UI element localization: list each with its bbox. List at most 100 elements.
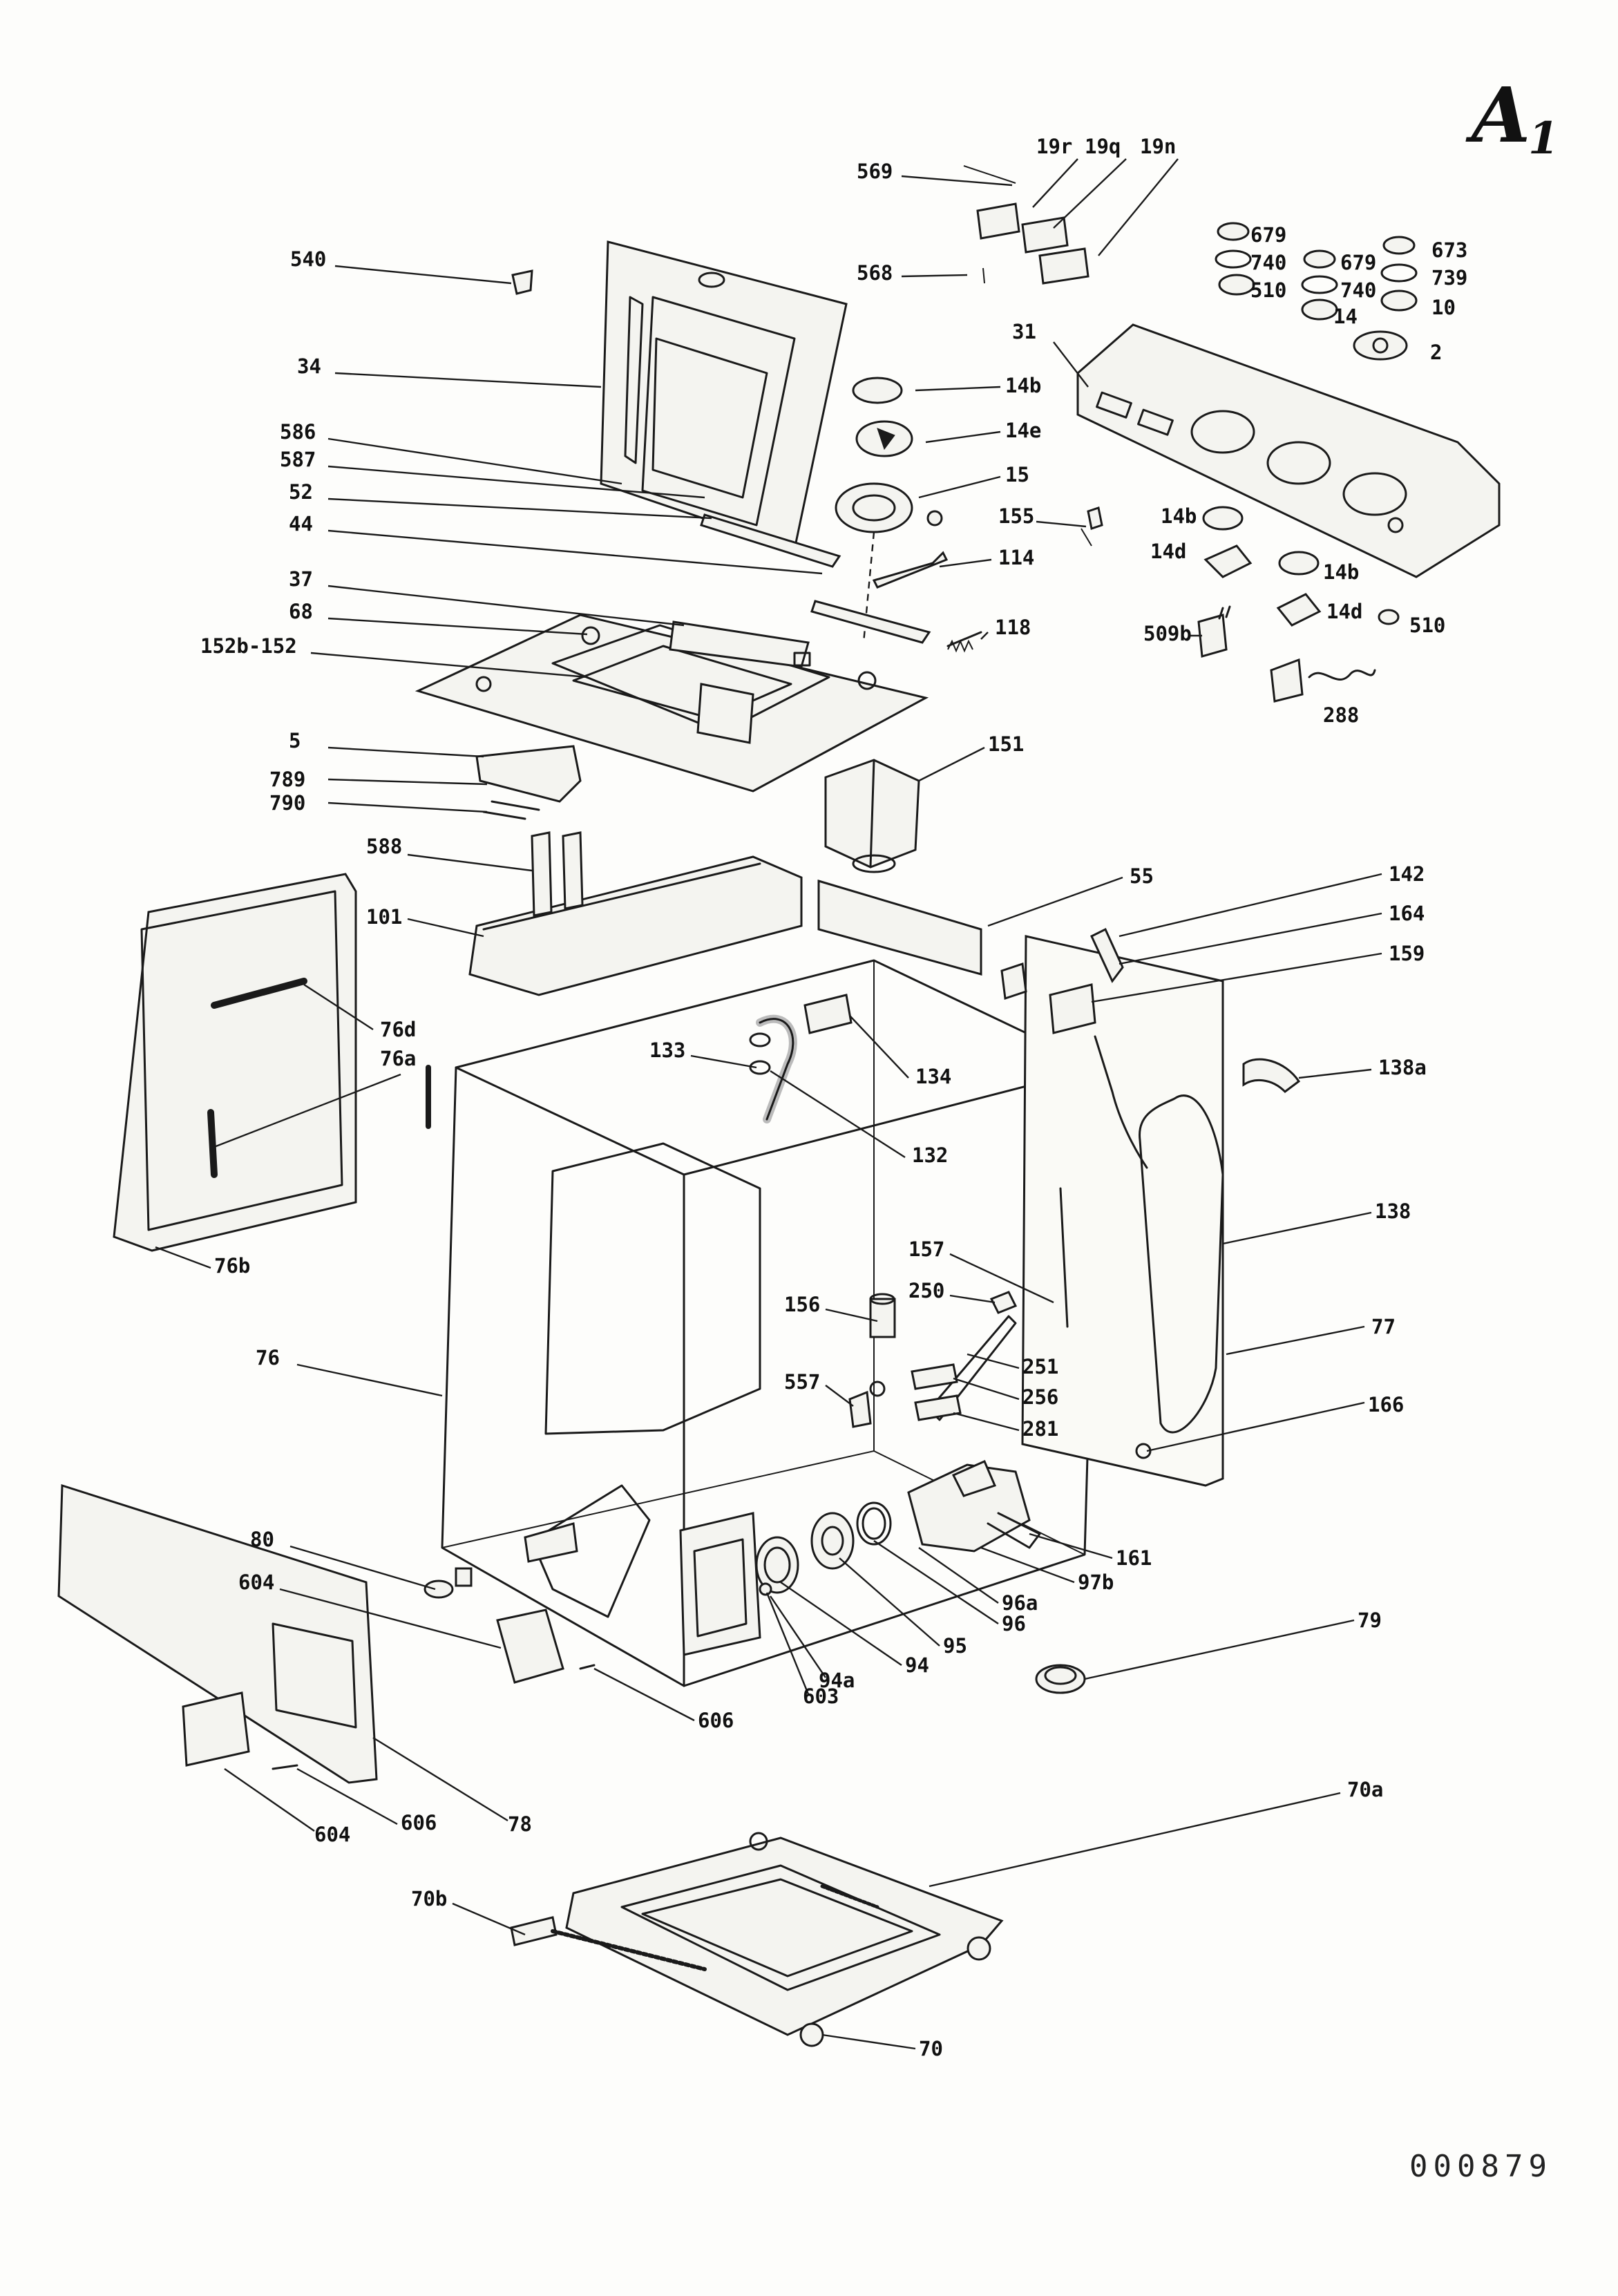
drawing-number: 000879 bbox=[1409, 2149, 1552, 2184]
right-small-parts bbox=[1197, 506, 1400, 703]
callout-label: 138 bbox=[1375, 1199, 1411, 1223]
callout-label: 138a bbox=[1378, 1056, 1427, 1079]
dispenser-part bbox=[468, 831, 803, 996]
leader-line bbox=[327, 529, 823, 575]
callout-label: 155 bbox=[998, 504, 1034, 528]
callout-label: 114 bbox=[998, 546, 1034, 569]
callout-label: 55 bbox=[1130, 864, 1154, 888]
leader-line bbox=[918, 475, 1001, 499]
callout-label: 739 bbox=[1431, 266, 1467, 290]
lid-handle-part bbox=[511, 269, 533, 295]
rear-panel-part bbox=[1021, 935, 1301, 1487]
callout-label: 77 bbox=[1371, 1315, 1396, 1338]
callout-label: 156 bbox=[784, 1293, 820, 1316]
sheet-id: A bbox=[1465, 70, 1530, 160]
leader-line bbox=[296, 1767, 398, 1825]
callout-label: 14b bbox=[1161, 504, 1197, 528]
leader-line bbox=[327, 585, 685, 627]
leader-line bbox=[372, 1736, 508, 1822]
callout-label: 70 bbox=[919, 2037, 943, 2060]
callout-label: 76 bbox=[256, 1346, 280, 1369]
callout-label: 95 bbox=[943, 1634, 967, 1658]
callout-label: 166 bbox=[1368, 1393, 1404, 1416]
drain-pump-parts bbox=[755, 1460, 1041, 1596]
callout-label: 2 bbox=[1430, 341, 1442, 364]
leader-line bbox=[849, 1015, 909, 1079]
programmer-unit-part bbox=[824, 759, 920, 873]
callout-label: 569 bbox=[857, 160, 893, 183]
callout-label: 740 bbox=[1340, 278, 1376, 302]
callout-label: 80 bbox=[250, 1528, 274, 1551]
callout-label: 132 bbox=[912, 1144, 948, 1167]
callout-label: 789 bbox=[269, 768, 305, 791]
lid-part bbox=[600, 240, 848, 551]
callout-label: 606 bbox=[698, 1709, 734, 1732]
leader-line bbox=[825, 1385, 854, 1407]
callout-label: 606 bbox=[401, 1811, 437, 1834]
leader-line bbox=[918, 1547, 999, 1604]
leader-line bbox=[327, 778, 488, 786]
leader-line bbox=[327, 617, 588, 636]
leader-line bbox=[452, 1902, 526, 1936]
callout-label: 509b bbox=[1143, 622, 1192, 645]
rear-plate-part bbox=[817, 879, 982, 976]
callout-label: 101 bbox=[366, 905, 402, 929]
leader-line bbox=[915, 386, 1001, 392]
leader-line bbox=[1119, 873, 1382, 938]
callout-label: 76b bbox=[214, 1254, 250, 1278]
leader-line bbox=[980, 632, 989, 640]
selector-buttons-part bbox=[963, 165, 1089, 285]
leader-line bbox=[327, 746, 484, 758]
leader-line bbox=[1029, 1533, 1113, 1559]
callout-label: 5 bbox=[289, 729, 301, 752]
ring-part bbox=[1035, 1664, 1086, 1694]
leader-line bbox=[780, 1582, 902, 1666]
leader-line bbox=[296, 1363, 443, 1397]
leader-line bbox=[1032, 158, 1078, 208]
top-cover-part bbox=[415, 513, 931, 793]
callout-label: 159 bbox=[1389, 942, 1425, 965]
leader-line bbox=[327, 497, 712, 520]
callout-label: 588 bbox=[366, 835, 402, 858]
control-panel-part bbox=[1076, 323, 1501, 578]
callout-label: 118 bbox=[995, 616, 1031, 639]
callout-label: 70b bbox=[411, 1887, 447, 1910]
callout-label: 19q bbox=[1085, 135, 1121, 158]
leader-line bbox=[967, 1353, 1020, 1369]
callout-label: 79 bbox=[1358, 1609, 1382, 1632]
sheet-id-sub: 1 bbox=[1528, 113, 1559, 164]
callout-label: 19r bbox=[1036, 135, 1072, 158]
callout-label: 94 bbox=[905, 1653, 929, 1677]
leader-line bbox=[334, 265, 512, 285]
leader-line bbox=[765, 1592, 810, 1695]
leader-line bbox=[918, 746, 985, 782]
callout-label: 94a bbox=[819, 1669, 855, 1692]
leader-line bbox=[929, 1792, 1341, 1888]
callout-label: 68 bbox=[289, 600, 313, 623]
leader-line bbox=[334, 372, 602, 388]
leader-line bbox=[825, 1308, 878, 1322]
callout-label: 510 bbox=[1250, 278, 1286, 302]
leader-line bbox=[839, 1557, 940, 1647]
callout-label: 14e bbox=[1005, 419, 1041, 442]
leader-line bbox=[1119, 912, 1382, 965]
callout-label: 586 bbox=[280, 420, 316, 444]
callout-label: 96a bbox=[1002, 1591, 1038, 1615]
callout-label: 70a bbox=[1347, 1778, 1383, 1801]
callout-label: 142 bbox=[1389, 862, 1425, 886]
callout-label: 673 bbox=[1431, 238, 1467, 262]
callout-label: 31 bbox=[1012, 320, 1036, 343]
leader-line bbox=[327, 801, 488, 813]
callout-label: 157 bbox=[908, 1237, 944, 1261]
callout-label: 790 bbox=[269, 791, 305, 815]
callout-label: 14d bbox=[1326, 600, 1362, 623]
callout-label: 604 bbox=[238, 1571, 274, 1594]
callout-label: 250 bbox=[908, 1279, 944, 1302]
leader-line bbox=[593, 1667, 695, 1722]
callout-label: 14 bbox=[1333, 305, 1358, 328]
pressure-switch-parts bbox=[848, 1187, 1069, 1428]
leader-line bbox=[1053, 158, 1127, 229]
leader-line bbox=[949, 1253, 1054, 1304]
leader-line bbox=[1053, 341, 1089, 388]
